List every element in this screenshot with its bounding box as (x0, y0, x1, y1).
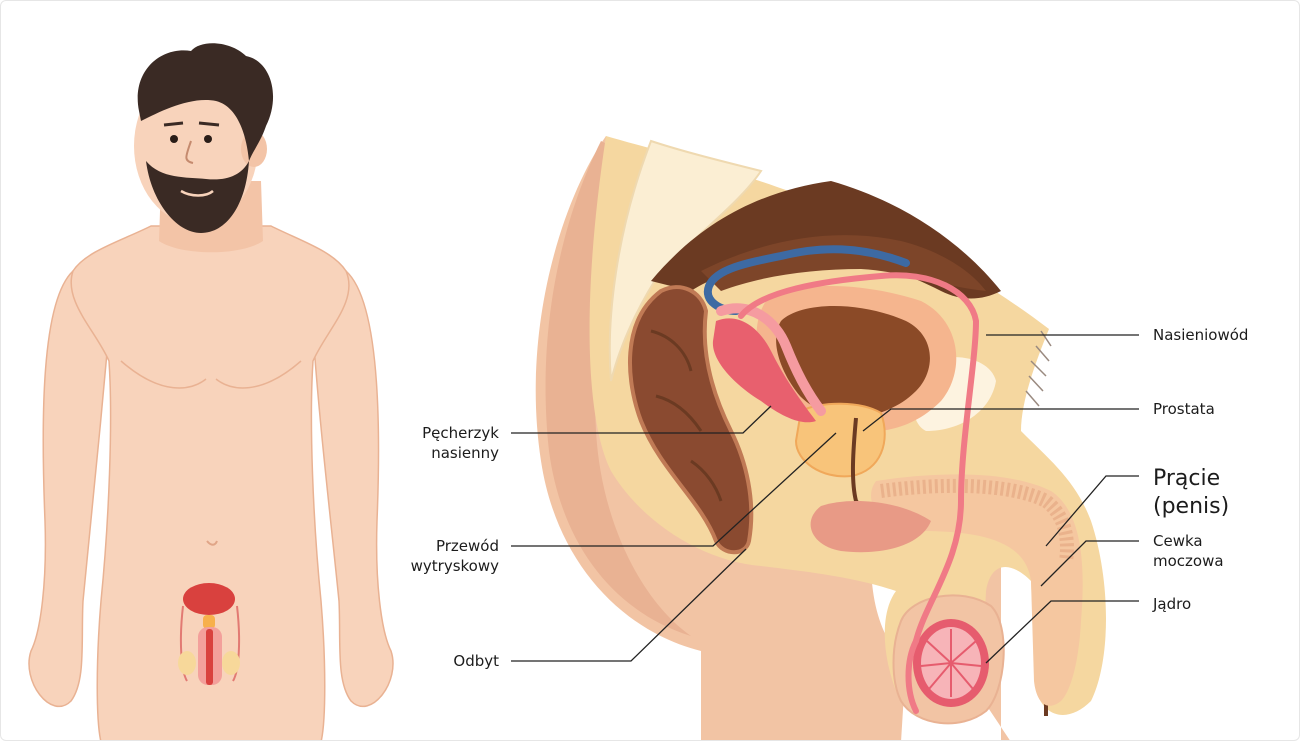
left-arm (28, 269, 110, 708)
buttock-shadow (545, 141, 691, 636)
label-jadro: Jądro (1153, 595, 1192, 613)
leader-lines (511, 334, 1139, 664)
leader-jadro (985, 600, 1139, 664)
chest-line (215, 360, 302, 389)
rectum-fold (655, 394, 703, 432)
leader-pecherzyk (511, 405, 772, 434)
penis-corpus (871, 474, 1083, 706)
mini-reproductive-organs (178, 583, 241, 685)
leader-przewod (511, 432, 837, 547)
beard (146, 161, 249, 233)
sacrum-bone (608, 139, 763, 382)
rectum-fold (650, 329, 693, 372)
leader-prostata (862, 408, 1139, 432)
leader-pracie (1045, 475, 1139, 547)
eye (204, 135, 212, 143)
chest-line (120, 360, 207, 389)
prostate-gland (794, 402, 886, 478)
vein (703, 245, 910, 315)
testis-lobules (920, 629, 982, 697)
label-przewod-wytryskowy: Przewód wytryskowy (410, 537, 499, 575)
torso (70, 225, 350, 740)
epididymis (905, 638, 919, 714)
brow (163, 121, 184, 127)
leader-cewka (1040, 540, 1139, 587)
label-nasieniowod: Nasieniowód (1153, 326, 1249, 344)
bulb (810, 501, 931, 553)
nose (185, 140, 194, 164)
label-cewka-moczowa: Cewka moczowa (1153, 532, 1224, 570)
label-prostata: Prostata (1153, 400, 1215, 418)
brow (198, 121, 220, 127)
vas-deferens (738, 272, 980, 644)
bladder (776, 306, 930, 418)
pubic-hair (1025, 330, 1052, 407)
eye (170, 135, 178, 143)
rectum-fold (690, 459, 723, 502)
label-pecherzyk-nasienny: Pęcherzyk nasienny (422, 424, 499, 462)
leader-odbyt (511, 548, 747, 662)
label-pracie: Prącie (penis) (1153, 466, 1230, 519)
seminal-vesicle (712, 318, 816, 423)
hair (137, 43, 274, 161)
label-odbyt: Odbyt (453, 652, 499, 670)
cross-section (535, 136, 1106, 740)
navel (206, 540, 218, 546)
mouth (180, 189, 214, 197)
right-arm (312, 269, 394, 708)
male-figure (28, 43, 394, 740)
